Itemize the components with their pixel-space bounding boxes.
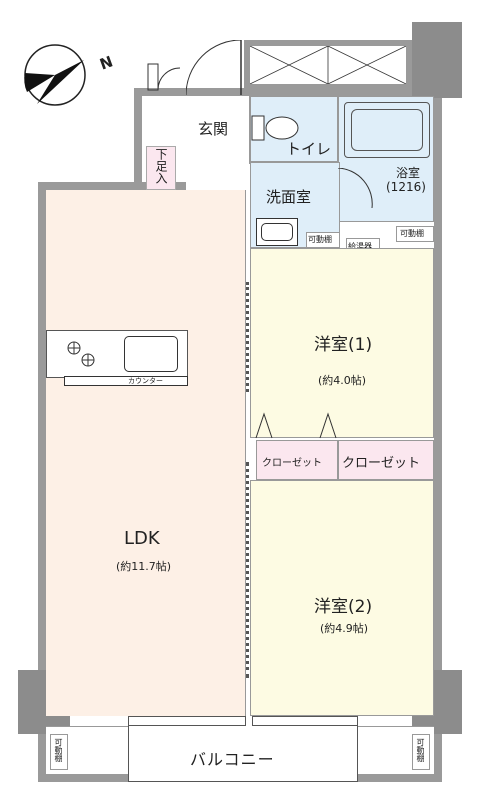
bath-door-swing [337, 167, 374, 214]
shelf-washroom [306, 232, 340, 248]
entrance-label: 玄関 [198, 120, 229, 138]
wall-top-right [338, 88, 442, 96]
counter-label: カウンター [128, 377, 163, 385]
closet-2 [338, 440, 434, 480]
balcony-inner [128, 726, 358, 782]
bathroom-label: 浴室 [396, 166, 421, 180]
shelf-bath-label: 可動棚 [400, 229, 424, 238]
shoe-box-label: 下足入 [154, 148, 168, 184]
front-door [185, 39, 244, 96]
shelf-left-label: 可動棚 [54, 738, 63, 762]
compass: N [22, 42, 122, 112]
western-room-1 [250, 248, 434, 438]
window-ldk [128, 716, 246, 726]
wall-right [434, 88, 442, 782]
washroom-label: 洗面室 [266, 188, 312, 206]
closet-1 [256, 440, 338, 480]
wall-entrance-left [134, 88, 142, 188]
shelf-washroom-label: 可動棚 [308, 235, 332, 244]
counter-bar [64, 376, 188, 386]
pillar-top-right [412, 22, 462, 98]
outdoor-storage [244, 40, 412, 90]
western-room-2-size-label: (約4.9帖) [320, 622, 369, 635]
ldk-size-label: (約11.7帖) [116, 560, 172, 573]
wall-top-ldk [38, 182, 186, 190]
toilet-icon [251, 115, 299, 141]
closet-2-label: クローゼット [342, 456, 421, 471]
closet-1-label: クローゼット [262, 458, 322, 469]
closet1-doors [255, 412, 337, 439]
kitchen-sink [124, 336, 178, 372]
western-room-2 [250, 480, 434, 716]
western-room-1-size-label: (約4.0帖) [318, 374, 367, 387]
wash-basin [256, 218, 298, 246]
partition-2 [246, 462, 249, 678]
wall-left [38, 182, 46, 782]
stove-icon [67, 341, 95, 367]
shoe-box [146, 146, 176, 190]
window-western2 [252, 716, 358, 726]
wall-top-entrance [134, 88, 344, 96]
compass-icon [24, 44, 86, 106]
side-door [142, 62, 182, 92]
shelf-right-label: 可動棚 [416, 738, 425, 762]
ldk-room [46, 190, 246, 716]
toilet-label: トイレ [286, 140, 332, 158]
balcony-label: バルコニー [190, 750, 275, 769]
entrance-area [180, 96, 250, 164]
water-heater-label: 給湯器 [348, 242, 372, 251]
western-room-1-label: 洋室(1) [314, 335, 373, 355]
western-room-2-label: 洋室(2) [314, 597, 373, 617]
shelf-left [50, 734, 68, 770]
bathroom-size-label: (1216) [386, 180, 426, 194]
partition-1 [246, 282, 249, 392]
ldk-label: LDK [124, 528, 160, 549]
bathtub [344, 102, 430, 158]
shelf-right [412, 734, 430, 770]
shelf-bath [396, 226, 434, 242]
